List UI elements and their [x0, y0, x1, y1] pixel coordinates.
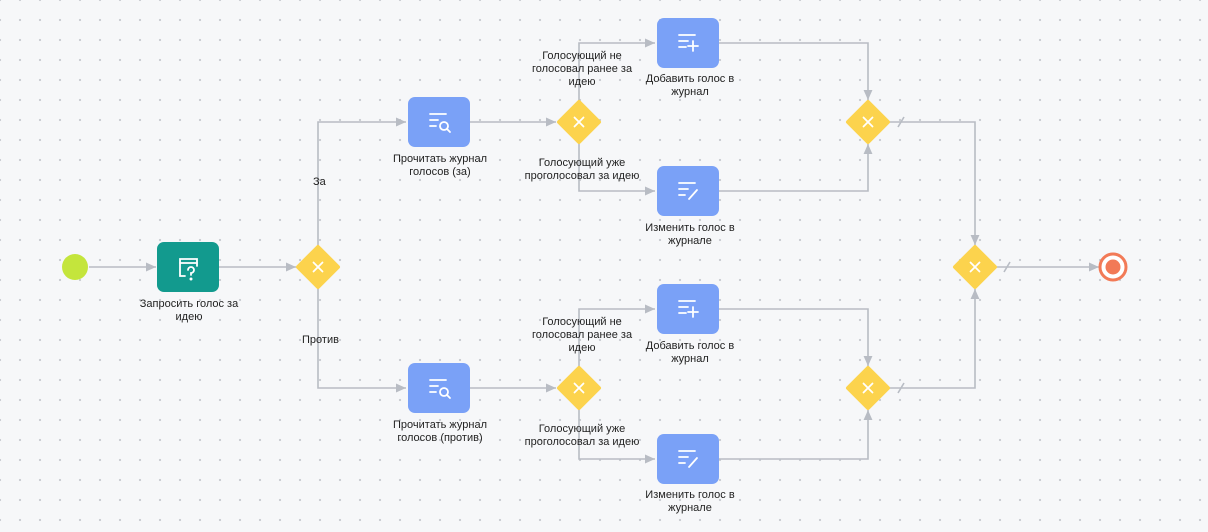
task-label-read-against: Прочитать журнал голосов (против) — [393, 419, 487, 444]
default-flow-mark — [897, 382, 905, 394]
user-question-icon — [179, 258, 198, 281]
list-add-icon — [678, 34, 699, 52]
task-read-journal-for[interactable] — [408, 97, 470, 147]
task-label-add-for: Добавить голос в журнал — [645, 73, 735, 98]
flow-edit-for-join[interactable] — [719, 144, 873, 192]
flow-gw-edit-against[interactable] — [578, 408, 655, 464]
exclusive-gateway-icon — [969, 261, 981, 273]
task-label-add-against: Добавить голос в журнал — [645, 340, 735, 365]
end-event[interactable] — [1098, 252, 1128, 282]
gateway-join-for[interactable] — [846, 100, 890, 144]
condition-label-new-for: Голосующий не голосовал ранее за идею — [531, 50, 633, 88]
task-add-vote-against[interactable] — [657, 284, 719, 334]
list-add-icon — [678, 300, 699, 318]
list-edit-icon — [678, 450, 698, 468]
gateway-check-for[interactable] — [557, 100, 601, 144]
exclusive-gateway-icon — [573, 382, 585, 394]
default-flow-mark — [1003, 261, 1011, 273]
condition-label-for: За — [313, 176, 326, 188]
gateway-join-against[interactable] — [846, 366, 890, 410]
condition-label-new-against: Голосующий не голосовал ранее за идею — [531, 316, 633, 354]
gateway-split[interactable] — [296, 245, 340, 289]
task-label-read-for: Прочитать журнал голосов (за) — [393, 153, 487, 178]
flow-gw-add-for[interactable] — [578, 38, 655, 102]
flow-split-read-against[interactable] — [317, 288, 406, 393]
exclusive-gateway-icon — [862, 382, 874, 394]
list-search-icon — [429, 379, 451, 399]
exclusive-gateway-icon — [312, 261, 324, 273]
task-edit-vote-against[interactable] — [657, 434, 719, 484]
flow-join-against-final[interactable] — [889, 289, 980, 389]
list-edit-icon — [678, 182, 698, 200]
flow-split-read-for[interactable] — [317, 117, 406, 247]
task-read-journal-against[interactable] — [408, 363, 470, 413]
task-add-vote-for[interactable] — [657, 18, 719, 68]
task-label-edit-for: Изменить голос в журнале — [645, 222, 735, 247]
exclusive-gateway-icon — [862, 116, 874, 128]
condition-label-voted-for: Голосующий уже проголосовал за идею — [524, 157, 640, 182]
sequence-flows — [89, 38, 1099, 464]
gateway-final[interactable] — [953, 245, 997, 289]
flow-add-against-join[interactable] — [719, 308, 873, 366]
task-label-ask-vote: Запросить голос за идею — [139, 298, 239, 323]
flow-add-for-join[interactable] — [719, 42, 873, 100]
flow-edit-against-join[interactable] — [719, 410, 873, 460]
task-label-edit-against: Изменить голос в журнале — [645, 489, 735, 514]
start-event[interactable] — [62, 254, 88, 280]
list-search-icon — [429, 113, 451, 133]
exclusive-gateway-icon — [573, 116, 585, 128]
condition-label-voted-against: Голосующий уже проголосовал за идею — [524, 423, 640, 448]
task-ask-vote[interactable] — [157, 242, 219, 292]
default-flow-mark — [897, 116, 905, 128]
flow-join-for-final[interactable] — [889, 121, 980, 245]
flow-gw-edit-for[interactable] — [578, 142, 655, 196]
task-edit-vote-for[interactable] — [657, 166, 719, 216]
condition-label-against: Против — [302, 334, 339, 346]
flow-gw-add-against[interactable] — [578, 304, 655, 368]
gateway-check-against[interactable] — [557, 366, 601, 410]
